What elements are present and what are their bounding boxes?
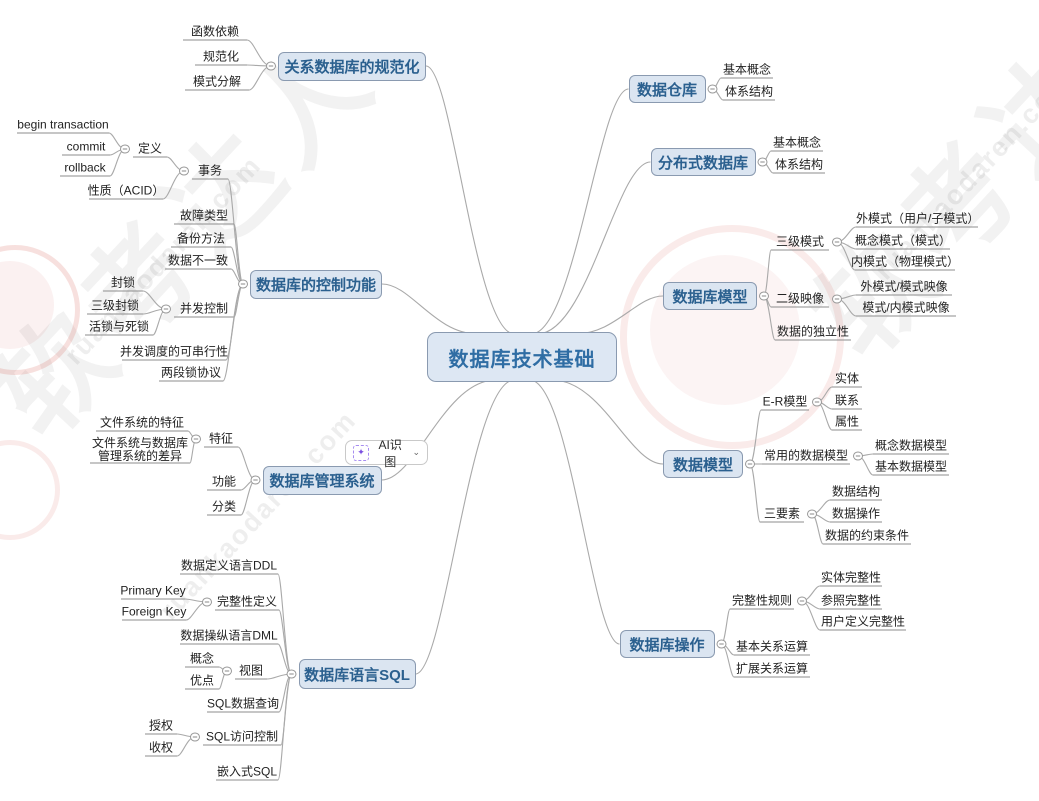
sub-node-data-constraints[interactable]: 数据的约束条件 — [824, 528, 910, 543]
sub-node-user-defined-integrity[interactable]: 用户定义完整性 — [820, 614, 906, 629]
sub-node-conceptual-schema[interactable]: 概念模式（模式） — [854, 233, 952, 248]
sub-node-sql-query[interactable]: SQL数据查询 — [206, 696, 280, 711]
sub-node-integrity-rules[interactable]: 完整性规则 — [731, 593, 793, 608]
topic-node-topic-distributed[interactable]: 分布式数据库 — [650, 148, 756, 176]
sub-node-functions[interactable]: 功能 — [211, 474, 237, 489]
sub-node-normalization[interactable]: 规范化 — [202, 49, 240, 64]
sub-node-three-schema[interactable]: 三级模式 — [775, 234, 825, 249]
sub-node-fault-types[interactable]: 故障类型 — [179, 208, 229, 223]
sub-node-attribute[interactable]: 属性 — [834, 414, 860, 429]
ai-button-label: AI识图 — [378, 437, 402, 469]
topic-node-topic-data-model[interactable]: 数据模型 — [663, 450, 743, 478]
sub-node-three-elements[interactable]: 三要素 — [763, 506, 801, 521]
sub-node-dml[interactable]: 数据操纵语言DML — [180, 628, 278, 643]
sub-node-transaction[interactable]: 事务 — [197, 163, 223, 178]
sub-node-sql-access[interactable]: SQL访问控制 — [205, 729, 279, 744]
sub-node-livelock-deadlock[interactable]: 活锁与死锁 — [88, 319, 150, 334]
sub-node-grant[interactable]: 授权 — [148, 718, 174, 733]
sub-node-extended-relational-ops[interactable]: 扩展关系运算 — [735, 661, 809, 676]
sub-node-basic-relational-ops[interactable]: 基本关系运算 — [735, 639, 809, 654]
sub-node-view-concept[interactable]: 概念 — [189, 651, 215, 666]
branch-line — [381, 379, 496, 481]
branch-line — [425, 65, 515, 335]
topic-node-topic-db-operation[interactable]: 数据库操作 — [619, 630, 715, 658]
topic-node-topic-db-model[interactable]: 数据库模型 — [663, 282, 757, 310]
sub-node-view[interactable]: 视图 — [238, 663, 264, 678]
sub-node-ext-schema-mapping[interactable]: 外模式/模式映像 — [860, 279, 948, 294]
sub-node-common-models[interactable]: 常用的数据模型 — [763, 448, 849, 463]
sub-node-revoke[interactable]: 收权 — [148, 740, 174, 755]
sub-node-wh-architecture[interactable]: 体系结构 — [724, 84, 774, 99]
sub-node-relationship[interactable]: 联系 — [834, 393, 860, 408]
sub-node-conceptual-data-model[interactable]: 概念数据模型 — [874, 438, 948, 453]
sub-node-entity[interactable]: 实体 — [834, 371, 860, 386]
sub-node-fs-features[interactable]: 文件系统的特征 — [99, 415, 185, 430]
sub-node-begin-transaction[interactable]: begin transaction — [17, 117, 109, 132]
branch-line — [415, 379, 515, 675]
sub-node-features[interactable]: 特征 — [208, 431, 234, 446]
sub-node-fs-dbms-diff[interactable]: 文件系统与数据库 管理系统的差异 — [91, 436, 189, 463]
sub-node-primary-key[interactable]: Primary Key — [120, 583, 186, 598]
sub-node-classification[interactable]: 分类 — [211, 499, 237, 514]
sub-node-integrity-def[interactable]: 完整性定义 — [216, 594, 278, 609]
sub-node-definition[interactable]: 定义 — [137, 141, 163, 156]
sub-node-schema-decomposition[interactable]: 模式分解 — [192, 74, 242, 89]
sub-node-backup-methods[interactable]: 备份方法 — [176, 231, 226, 246]
sub-node-external-schema[interactable]: 外模式（用户/子模式） — [856, 211, 980, 226]
sub-node-dist-concept[interactable]: 基本概念 — [772, 135, 822, 150]
sub-node-data-operation[interactable]: 数据操作 — [831, 506, 881, 521]
sub-node-two-phase-lock[interactable]: 两段锁协议 — [160, 365, 222, 380]
sub-node-embedded-sql[interactable]: 嵌入式SQL — [216, 764, 278, 779]
sub-node-serializability[interactable]: 并发调度的可串行性 — [119, 344, 229, 359]
ai-recognize-button[interactable]: ✦ AI识图 ⌄ — [345, 438, 428, 469]
sub-node-referential-integrity[interactable]: 参照完整性 — [820, 593, 882, 608]
topic-node-topic-normalization[interactable]: 关系数据库的规范化 — [278, 51, 426, 81]
sub-node-wh-concept[interactable]: 基本概念 — [722, 62, 772, 77]
branch-line — [537, 161, 651, 335]
sub-node-schema-internal-mapping[interactable]: 模式/内模式映像 — [862, 300, 950, 315]
sub-node-entity-integrity[interactable]: 实体完整性 — [820, 570, 882, 585]
sub-node-commit[interactable]: commit — [66, 139, 106, 154]
sub-node-data-inconsistency[interactable]: 数据不一致 — [167, 253, 229, 268]
sub-node-foreign-key[interactable]: Foreign Key — [121, 604, 187, 619]
branch-line — [552, 379, 664, 465]
topic-node-topic-warehouse[interactable]: 数据仓库 — [628, 75, 706, 103]
sub-node-acid[interactable]: 性质（ACID） — [87, 183, 165, 198]
sub-node-two-mapping[interactable]: 二级映像 — [775, 291, 825, 306]
sub-node-view-advantages[interactable]: 优点 — [189, 673, 215, 688]
sparkle-icon: ✦ — [353, 444, 369, 461]
central-topic[interactable]: 数据库技术基础 — [427, 332, 617, 382]
chevron-down-icon: ⌄ — [412, 447, 420, 457]
sub-node-func-dependency[interactable]: 函数依赖 — [190, 24, 240, 39]
sub-node-ddl[interactable]: 数据定义语言DDL — [180, 558, 278, 573]
sub-node-data-structure[interactable]: 数据结构 — [831, 484, 881, 499]
topic-node-topic-dbms[interactable]: 数据库管理系统 — [262, 465, 382, 495]
sub-node-er-model[interactable]: E-R模型 — [762, 394, 808, 409]
topic-node-topic-control[interactable]: 数据库的控制功能 — [250, 269, 382, 299]
sub-node-data-independence[interactable]: 数据的独立性 — [776, 324, 850, 339]
branch-line — [529, 379, 620, 645]
sub-node-concurrency-control[interactable]: 并发控制 — [179, 301, 229, 316]
topic-node-topic-sql[interactable]: 数据库语言SQL — [298, 659, 416, 689]
branch-line — [531, 88, 629, 335]
sub-node-rollback[interactable]: rollback — [64, 160, 106, 175]
sub-node-three-level-lock[interactable]: 三级封锁 — [90, 298, 140, 313]
sub-node-basic-data-model[interactable]: 基本数据模型 — [874, 459, 948, 474]
sub-node-dist-architecture[interactable]: 体系结构 — [774, 157, 824, 172]
sub-node-internal-schema[interactable]: 内模式（物理模式） — [850, 254, 960, 269]
sub-node-lock[interactable]: 封锁 — [110, 275, 136, 290]
